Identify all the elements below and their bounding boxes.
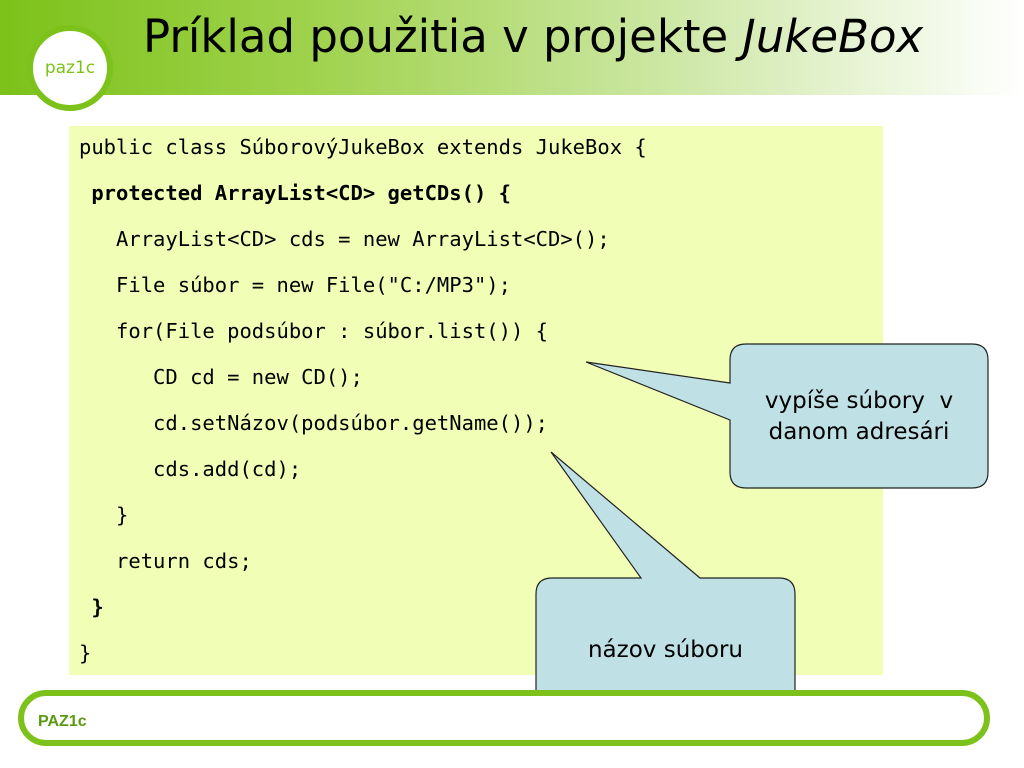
code-line: cds.add(cd); — [79, 457, 302, 481]
code-line: for(File podsúbor : súbor.list()) { — [79, 319, 548, 343]
code-line: } — [79, 595, 104, 619]
logo-badge: paz1c — [27, 25, 113, 111]
callout-list-files-line2: danom adresári — [768, 419, 950, 445]
code-line: } — [79, 503, 129, 527]
code-line: protected ArrayList<CD> getCDs() { — [79, 181, 511, 205]
callout-file-name-shape — [535, 451, 796, 723]
slide-title-main: Príklad použitia v projekte — [143, 10, 743, 63]
callout-list-files: vypíše súbory v danom adresári — [732, 386, 986, 448]
code-line: public class SúborovýJukeBox extends Juk… — [79, 135, 647, 159]
footer-bar — [18, 690, 990, 746]
code-line: ArrayList<CD> cds = new ArrayList<CD>(); — [79, 227, 610, 251]
callout-file-name: názov súboru — [587, 637, 743, 663]
header-banner — [0, 0, 1024, 95]
logo-text: paz1c — [44, 58, 96, 78]
code-line: } — [79, 641, 92, 665]
callout-list-files-shape — [585, 343, 989, 489]
slide-title: Príklad použitia v projekte JukeBox — [143, 10, 923, 63]
code-line: cd.setNázov(podsúbor.getName()); — [79, 411, 548, 435]
slide-title-italic: JukeBox — [742, 10, 924, 63]
code-line: File súbor = new File("C:/MP3"); — [79, 273, 511, 297]
code-line: return cds; — [79, 549, 252, 573]
code-line: CD cd = new CD(); — [79, 365, 363, 389]
footer-label: PAZ1c — [38, 713, 87, 730]
callout-list-files-line1: vypíše súbory v — [764, 388, 954, 414]
